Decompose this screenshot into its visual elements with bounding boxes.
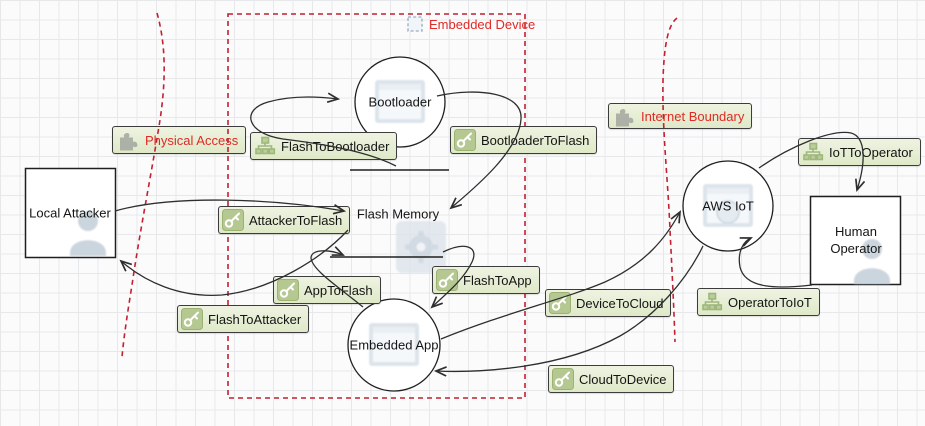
- flow-label-app-to-flash[interactable]: AppToFlash: [273, 276, 381, 304]
- key-icon: [454, 129, 476, 151]
- flow-label-cloud-to-device[interactable]: CloudToDevice: [548, 365, 675, 393]
- org-chart-icon: [802, 141, 824, 163]
- boundary-label-internet-boundary[interactable]: Internet Boundary: [608, 103, 753, 129]
- node-label-human-operator: Human Operator: [830, 224, 882, 256]
- flow-label-operator-to-iot[interactable]: OperatorToIoT: [697, 288, 820, 316]
- flow-label-iot-to-operator[interactable]: IoTToOperator: [798, 138, 921, 166]
- key-icon: [436, 269, 458, 291]
- flow-label-flash-to-attacker[interactable]: FlashToAttacker: [177, 305, 310, 333]
- flow-label-attacker-to-flash[interactable]: AttackerToFlash: [218, 206, 351, 234]
- key-icon: [277, 279, 299, 301]
- key-icon: [549, 292, 571, 314]
- node-label-aws-iot: AWS IoT: [702, 198, 754, 214]
- flow-label-bootloader-to-flash[interactable]: BootloaderToFlash: [450, 126, 598, 154]
- org-chart-icon: [701, 291, 723, 313]
- node-label-local-attacker: Local Attacker: [29, 205, 111, 221]
- org-chart-icon: [254, 135, 276, 157]
- puzzle-icon: [612, 105, 636, 127]
- flow-label-flash-to-bootloader[interactable]: FlashToBootloader: [250, 132, 398, 160]
- key-icon: [181, 308, 203, 330]
- key-icon: [222, 209, 244, 231]
- key-icon: [552, 368, 574, 390]
- flow-label-device-to-cloud[interactable]: DeviceToCloud: [545, 289, 672, 317]
- flow-label-flash-to-app[interactable]: FlashToApp: [432, 266, 540, 294]
